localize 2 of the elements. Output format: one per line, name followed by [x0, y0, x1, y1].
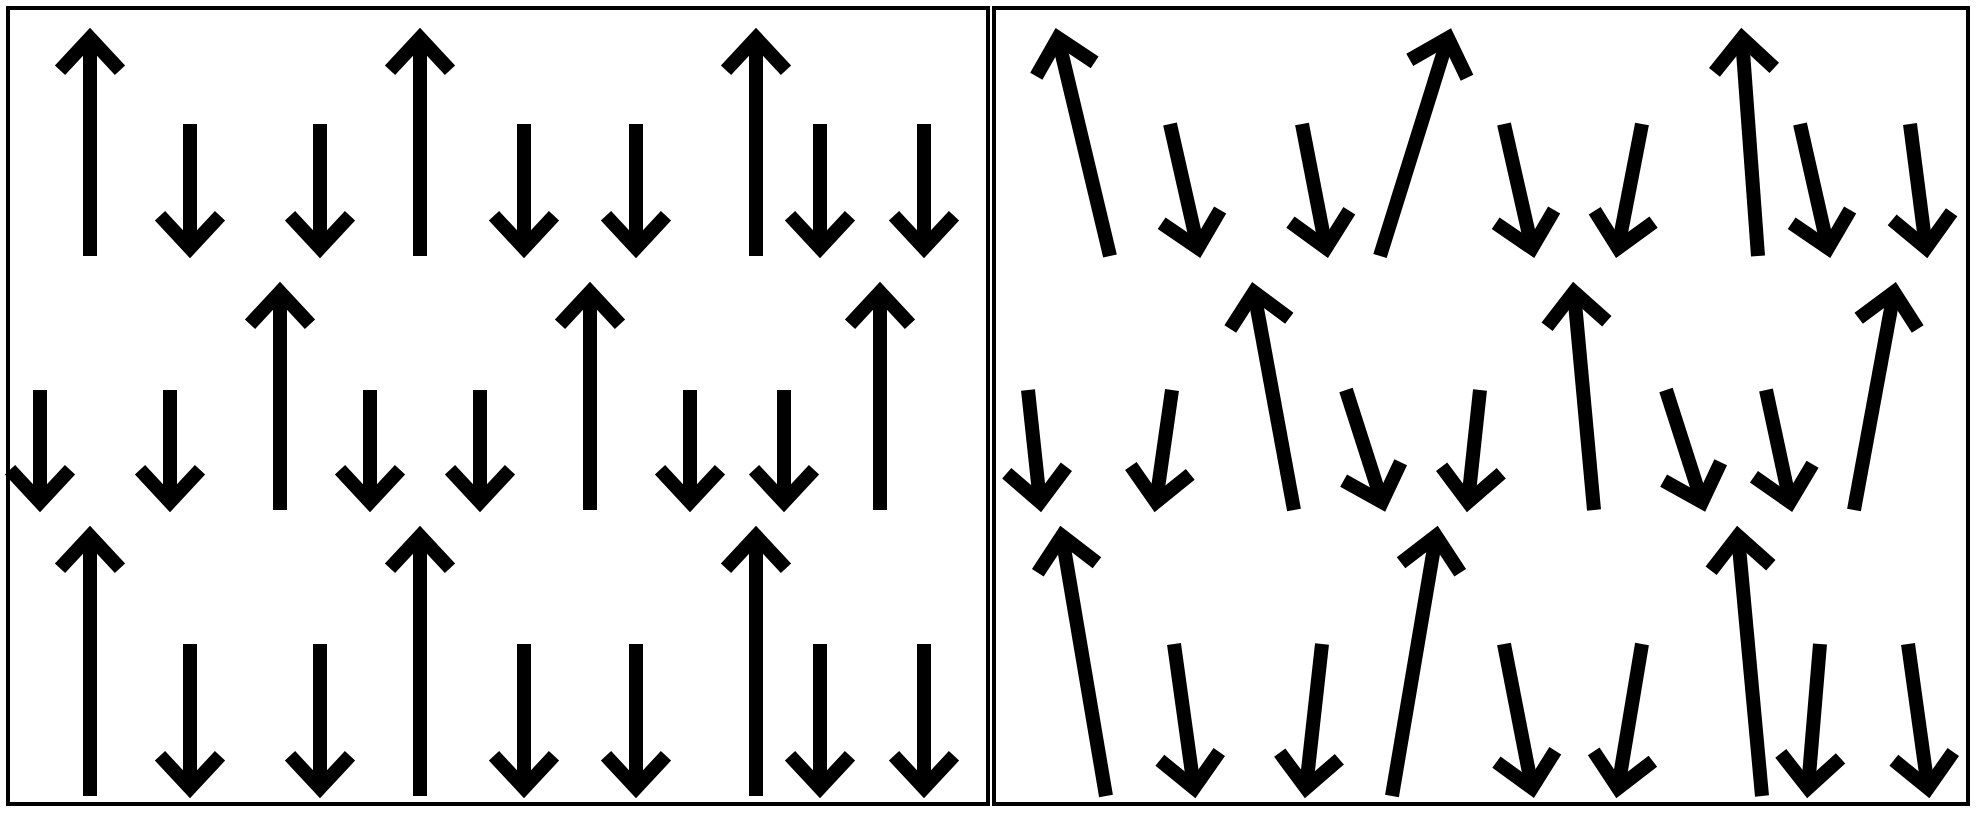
panel-frame	[992, 6, 1970, 806]
panel-frame	[6, 6, 990, 806]
